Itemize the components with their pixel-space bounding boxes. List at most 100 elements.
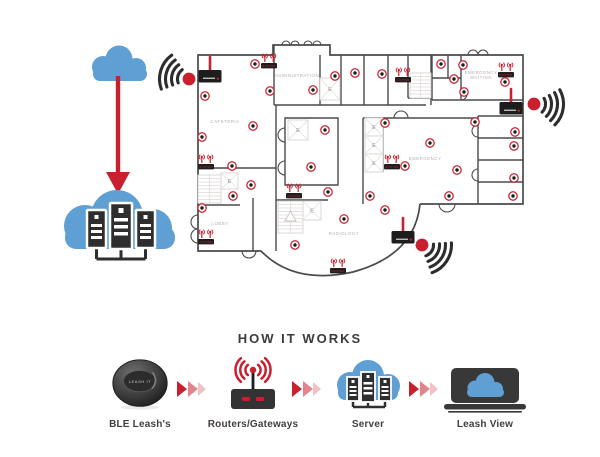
step-leash-view: Leash View [430, 357, 540, 430]
step-ble-leash: LEASH IT BLE Leash's [100, 357, 180, 430]
svg-text:EMERGENCY: EMERGENCY [409, 156, 442, 161]
ble-beacon-marker [458, 60, 468, 70]
ble-beacon-marker [248, 121, 258, 131]
elevator-room: E [364, 153, 384, 173]
room-label: CAFETERIA [210, 119, 239, 124]
svg-text:E: E [372, 161, 376, 167]
elevator-room: E [364, 117, 384, 137]
router-gateway-icon [203, 356, 303, 413]
cloud-server-icon [57, 186, 185, 272]
ble-beacon-marker [425, 138, 435, 148]
stairs [197, 174, 222, 204]
flow-chevrons-icon [176, 379, 208, 399]
elevator-room: E [287, 119, 309, 141]
svg-text:LOBBY: LOBBY [211, 221, 228, 226]
ble-beacon-marker [444, 191, 454, 201]
ble-beacon-marker [228, 191, 238, 201]
svg-text:ADMINISTRATION: ADMINISTRATION [275, 73, 319, 78]
room-label: EMERGENCY [409, 156, 442, 161]
svg-text:E: E [328, 87, 332, 93]
ble-beacon-marker [436, 59, 446, 69]
stairs [409, 72, 432, 99]
ble-beacon-marker [400, 161, 410, 171]
svg-text:ROUTER: ROUTER [385, 165, 398, 169]
gateway-marker: ROUTER [330, 258, 346, 274]
ble-beacon-marker [377, 69, 387, 79]
ble-beacon-marker [306, 162, 316, 172]
ble-beacon-marker [323, 187, 333, 197]
svg-text:ROUTER: ROUTER [396, 78, 409, 82]
gateway-marker: ROUTER [198, 229, 214, 245]
gateway-marker: ROUTER [498, 62, 514, 78]
ble-beacon-marker [380, 205, 390, 215]
flow-chevrons-icon [291, 379, 323, 399]
gateway-marker: ROUTER [261, 53, 277, 69]
ble-beacon-marker [509, 141, 519, 151]
elevator-room: E [319, 77, 341, 101]
room-label: LOBBY [211, 221, 228, 226]
ble-beacon-marker [197, 132, 207, 142]
cloud-icon [88, 42, 152, 84]
svg-text:ROUTER: ROUTER [262, 64, 275, 68]
ble-beacon-marker [339, 214, 349, 224]
disc-text: LEASH IT [129, 379, 152, 384]
ble-beacon-marker [509, 173, 519, 183]
ble-beacon-marker [330, 71, 340, 81]
ble-beacon-marker [459, 87, 469, 97]
ble-beacon-marker [197, 203, 207, 213]
router-marker [391, 216, 453, 275]
svg-text:ROUTER: ROUTER [499, 73, 512, 77]
stairs [277, 200, 304, 234]
svg-text:ROUTER: ROUTER [331, 269, 344, 273]
ble-beacon-marker [200, 91, 210, 101]
svg-text:E: E [372, 143, 376, 149]
flow-chevrons-icon [408, 379, 440, 399]
room-label: RADIOLOGY [329, 231, 360, 236]
ble-beacon-marker [290, 240, 300, 250]
how-it-works-title: HOW IT WORKS [237, 331, 363, 346]
svg-text:E: E [372, 125, 376, 131]
down-arrow-icon [103, 74, 133, 196]
svg-text:ROUTER: ROUTER [287, 194, 300, 198]
svg-text:ROUTER: ROUTER [199, 165, 212, 169]
room-label: ADMINISTRATION [275, 73, 319, 78]
cloud-server-icon [318, 357, 418, 413]
ble-beacon-marker [246, 180, 256, 190]
ble-beacon-marker [320, 125, 330, 135]
ble-beacon-marker [380, 118, 390, 128]
ble-beacon-marker [308, 85, 318, 95]
door-openings [190, 40, 489, 259]
svg-text:RADIOLOGY: RADIOLOGY [329, 231, 360, 236]
gateway-marker: ROUTER [395, 67, 411, 83]
gateway-marker: ROUTER [198, 154, 214, 170]
svg-text:CAFETERIA: CAFETERIA [210, 119, 239, 124]
ble-beacon-marker [265, 86, 275, 96]
svg-text:E: E [310, 209, 314, 215]
step-label: Routers/Gateways [207, 419, 299, 430]
ble-beacon-marker [227, 161, 237, 171]
svg-text:ROUTER: ROUTER [199, 240, 212, 244]
laptop-cloud-icon [430, 357, 540, 413]
ble-beacon-marker [510, 127, 520, 137]
ble-leash-disc-icon: LEASH IT [100, 357, 180, 413]
router-marker [499, 87, 566, 127]
step-routers-gateways: Routers/Gateways [203, 356, 303, 430]
step-label: BLE Leash's [109, 419, 171, 430]
svg-text:E: E [296, 128, 300, 134]
elevator-room: E [220, 172, 239, 190]
ble-beacon-marker [470, 117, 480, 127]
ble-beacon-marker [508, 191, 518, 201]
step-label: Leash View [456, 419, 514, 430]
gateway-marker: ROUTER [286, 183, 302, 199]
ble-beacon-marker [365, 191, 375, 201]
ble-beacon-marker [250, 59, 260, 69]
ble-beacon-marker [500, 77, 510, 87]
step-label: Server [351, 419, 385, 430]
ble-beacon-marker [452, 165, 462, 175]
svg-text:WAITING: WAITING [470, 75, 492, 80]
elevator-room: E [302, 200, 322, 221]
router-marker [158, 53, 222, 91]
